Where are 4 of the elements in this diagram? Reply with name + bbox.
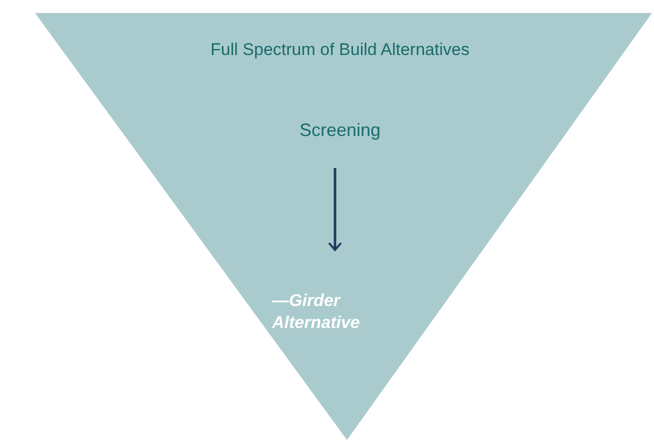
arrow <box>328 168 342 251</box>
result-label: —Girder Alternative <box>272 290 361 334</box>
funnel-heading: Full Spectrum of Build Alternatives <box>210 40 470 60</box>
stage-label: Screening <box>298 120 382 141</box>
